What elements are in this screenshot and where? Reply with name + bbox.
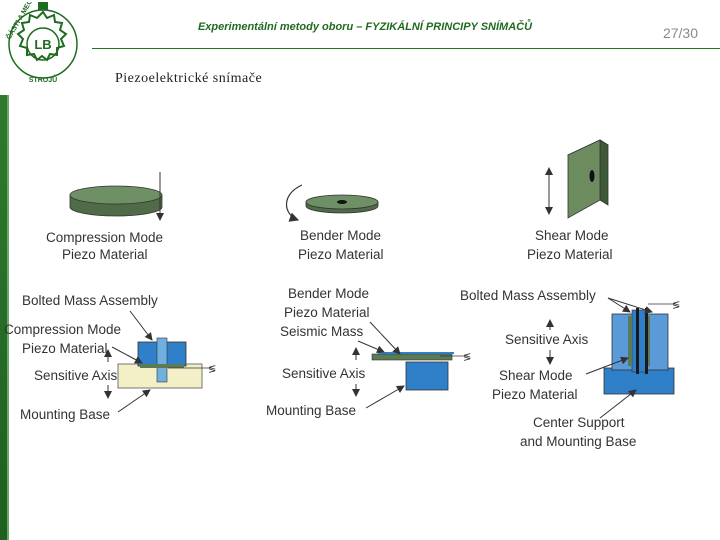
left-comp-label-2: Piezo Material xyxy=(22,341,108,356)
bender-top-label-1: Bender Mode xyxy=(300,228,381,243)
header-title: Experimentální metody oboru – FYZIKÁLNÍ … xyxy=(197,21,533,33)
compression-disc xyxy=(69,185,163,217)
right-shear-label-2: Piezo Material xyxy=(492,387,578,402)
svg-text:≶: ≶ xyxy=(208,364,216,375)
bender-disc xyxy=(305,194,379,214)
logo-bottom-text: STROJŮ xyxy=(29,74,57,84)
shear-assembly xyxy=(603,308,675,395)
bender-top-label-2: Piezo Material xyxy=(298,247,384,262)
compression-top-label-2: Piezo Material xyxy=(62,247,148,262)
compression-assembly xyxy=(117,337,203,389)
left-bolted-label: Bolted Mass Assembly xyxy=(22,293,158,308)
compression-top-label-1: Compression Mode xyxy=(46,230,163,245)
left-axis-label: Sensitive Axis xyxy=(34,368,118,383)
shear-plate xyxy=(567,139,609,219)
sidebar-edge xyxy=(7,95,9,540)
page-number: 27/30 xyxy=(662,25,698,41)
slide-subtitle: Piezoelektrické snímače xyxy=(115,71,263,86)
mid-base-label: Mounting Base xyxy=(266,403,356,418)
left-base-label: Mounting Base xyxy=(20,407,110,422)
right-center-label-1: Center Support xyxy=(533,415,625,430)
right-center-label-2: and Mounting Base xyxy=(520,434,636,449)
shear-top-label-2: Piezo Material xyxy=(527,247,613,262)
mid-bender-label-2: Piezo Material xyxy=(284,305,370,320)
mid-bender-label-1: Bender Mode xyxy=(288,286,369,301)
right-shear-label-1: Shear Mode xyxy=(499,368,573,383)
bender-assembly xyxy=(371,352,454,391)
logo-monogram: LB xyxy=(34,37,51,52)
mid-seismic-label: Seismic Mass xyxy=(280,324,364,339)
left-comp-label-1: Compression Mode xyxy=(4,322,121,337)
shear-top-label-1: Shear Mode xyxy=(535,228,609,243)
bender-curve-arrow xyxy=(285,184,303,222)
svg-text:≶: ≶ xyxy=(463,352,471,363)
sidebar-bar xyxy=(0,95,7,540)
header-rule xyxy=(92,48,720,49)
university-logo: LB ČÁSTI A MECHANISMY STROJŮ xyxy=(4,2,78,84)
mid-axis-label: Sensitive Axis xyxy=(282,366,366,381)
svg-text:≶: ≶ xyxy=(672,300,680,311)
right-axis-label: Sensitive Axis xyxy=(505,332,589,347)
right-bolted-label: Bolted Mass Assembly xyxy=(460,288,596,303)
